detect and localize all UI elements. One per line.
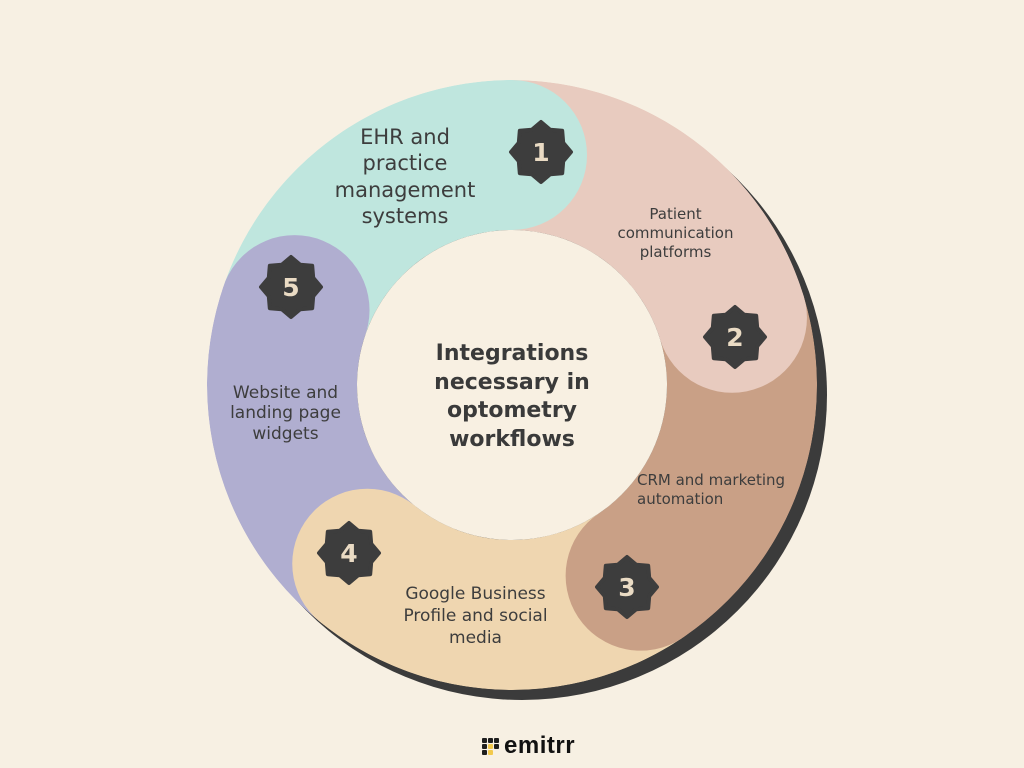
badge-number: 1 xyxy=(532,138,549,167)
badge-number: 3 xyxy=(618,573,635,602)
badge-5: 5 xyxy=(259,255,323,319)
segment-label-2: Patient communication platforms xyxy=(617,205,734,262)
title-line: optometry xyxy=(446,398,578,424)
badge-number: 4 xyxy=(340,539,357,568)
diagram-title: Integrations necessary in optometry work… xyxy=(392,340,632,454)
badge-1: 1 xyxy=(509,120,573,184)
badge-number: 2 xyxy=(726,323,743,352)
ring-segments xyxy=(207,80,817,690)
logo-mark-icon xyxy=(482,737,499,755)
segment-label-1: EHR and practice management systems xyxy=(334,125,476,228)
badge-number: 5 xyxy=(282,273,299,302)
badge-star-icon xyxy=(509,120,573,184)
inner-circle xyxy=(357,230,667,540)
title-line: workflows xyxy=(449,426,575,452)
segment-label-4: Google Business Profile and social media xyxy=(403,584,548,648)
badge-star-icon xyxy=(259,255,323,319)
badge-star-icon xyxy=(317,521,381,585)
badge-3: 3 xyxy=(595,555,659,619)
badge-2: 2 xyxy=(703,305,767,369)
segment-label-3: CRM and marketing automation xyxy=(637,471,786,509)
segment-label-5: Website and landing page widgets xyxy=(230,383,341,444)
badge-star-icon xyxy=(703,305,767,369)
logo-text: emitrr xyxy=(504,732,576,759)
badge-star-icon xyxy=(595,555,659,619)
title-line: Integrations xyxy=(435,341,589,366)
emitrr-logo: emitrr xyxy=(482,732,575,760)
badge-4: 4 xyxy=(317,521,381,585)
title-line: necessary in xyxy=(434,369,590,395)
